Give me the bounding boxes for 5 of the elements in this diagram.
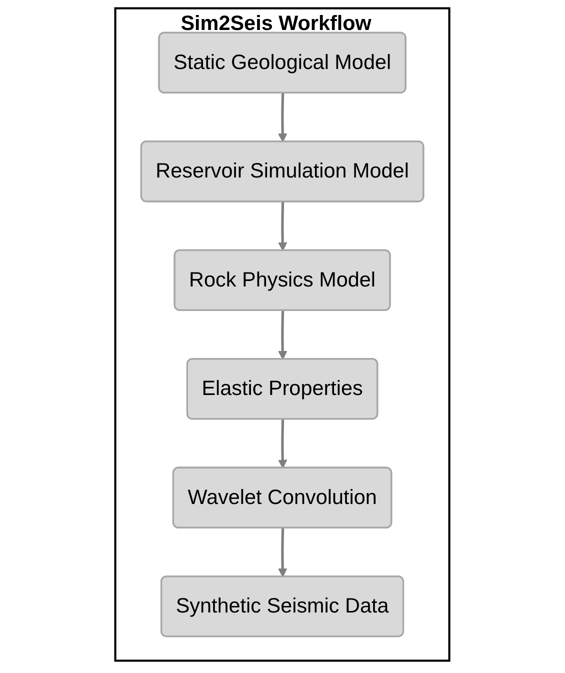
arrow — [278, 310, 288, 360]
arrow — [278, 202, 288, 252]
arrow — [278, 528, 288, 578]
arrow — [278, 419, 288, 468]
arrow — [278, 93, 288, 142]
